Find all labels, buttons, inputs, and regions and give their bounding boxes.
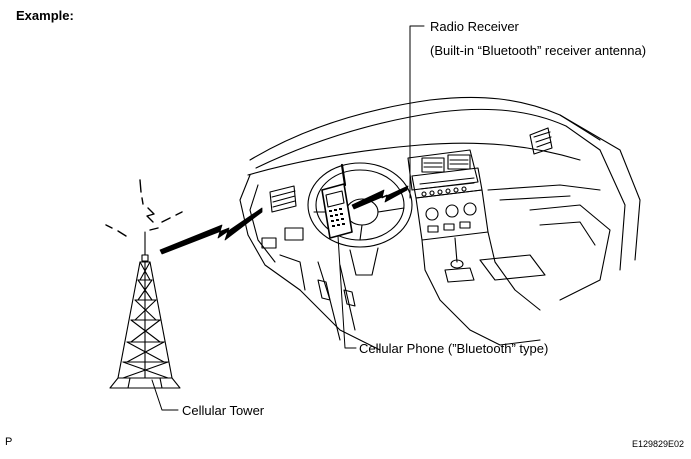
figure-code: E129829E02 bbox=[632, 439, 685, 449]
label-cellular-tower: Cellular Tower bbox=[182, 403, 265, 418]
signal-bolt-phone-to-radio bbox=[351, 185, 409, 210]
cellular-phone bbox=[321, 163, 353, 239]
label-radio-receiver: Radio Receiver bbox=[430, 19, 519, 34]
car-interior bbox=[239, 96, 641, 351]
signal-bolt-tower-to-phone bbox=[159, 207, 263, 255]
cellular-tower bbox=[109, 231, 181, 389]
footer-left-mark: P bbox=[5, 436, 13, 448]
diagram-heading: Example: bbox=[16, 8, 74, 23]
label-cellular-phone: Cellular Phone (”Bluetooth” type) bbox=[359, 341, 549, 356]
tower-signal-icon bbox=[105, 179, 183, 237]
leader-lines bbox=[151, 25, 425, 411]
label-receiver-antenna: (Built-in “Bluetooth” receiver antenna) bbox=[430, 43, 647, 58]
